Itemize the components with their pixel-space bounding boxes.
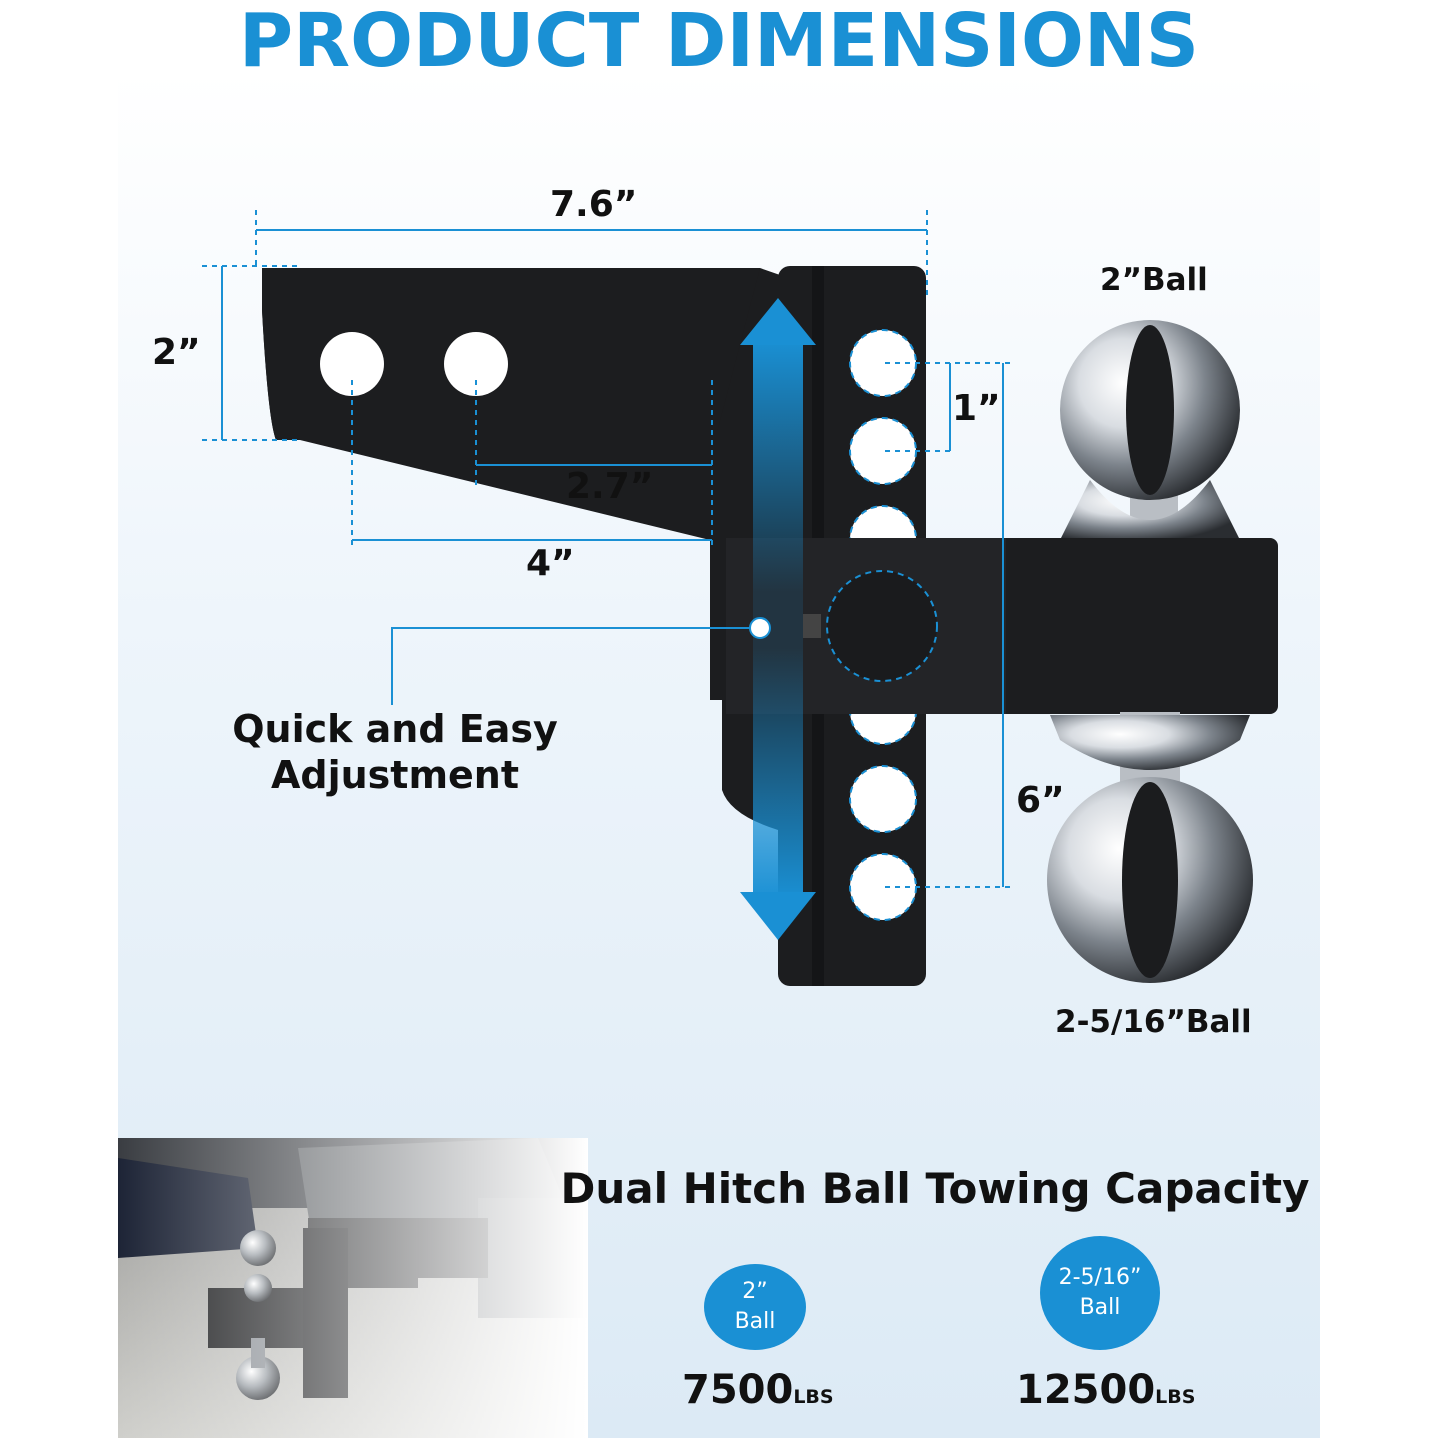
callout-line-2: Adjustment <box>270 753 520 797</box>
weight-value: 7500 <box>682 1367 794 1413</box>
ball-bottom-label: 2-5/16”Ball <box>1055 1004 1252 1040</box>
capacity-title: Dual Hitch Ball Towing Capacity <box>560 1164 1310 1213</box>
callout-dot <box>749 617 771 639</box>
callout-line-1: Quick and Easy <box>232 707 558 751</box>
badge-size: 2” <box>742 1279 768 1304</box>
capacity-weight-2in: 7500LBS <box>682 1367 834 1413</box>
shank-hole <box>444 332 508 396</box>
dimension-hole-offset-a: 2.7” <box>566 466 654 507</box>
dimension-shank-height: 2” <box>152 332 201 373</box>
weight-unit: LBS <box>793 1386 834 1408</box>
capacity-weight-2-5-16in: 12500LBS <box>1016 1367 1195 1413</box>
badge-word: Ball <box>1079 1295 1121 1320</box>
badge-word: Ball <box>734 1309 776 1334</box>
weight-unit: LBS <box>1155 1386 1196 1408</box>
ball-2-5-16in <box>1047 712 1253 983</box>
dimension-hole-offset-b: 4” <box>526 543 575 584</box>
plate-hole <box>849 765 917 833</box>
weight-value: 12500 <box>1016 1367 1156 1413</box>
ball-top-label: 2”Ball <box>1100 262 1208 298</box>
pin-knob-icon <box>826 570 938 682</box>
dimension-ball-travel: 6” <box>1016 780 1065 821</box>
dimension-hole-spacing: 1” <box>952 388 1001 429</box>
ball-2in <box>1060 320 1240 542</box>
dimension-total-length: 7.6” <box>550 184 638 225</box>
badge-2-5-16in-ball: 2-5/16” Ball <box>1040 1236 1160 1350</box>
badge-size: 2-5/16” <box>1058 1265 1142 1290</box>
shank-hole <box>320 332 384 396</box>
installed-hitch-photo <box>118 1138 588 1438</box>
adjustment-callout: Quick and Easy Adjustment <box>200 706 590 798</box>
page-title: PRODUCT DIMENSIONS <box>238 0 1200 84</box>
badge-2in-ball: 2” Ball <box>704 1264 806 1350</box>
